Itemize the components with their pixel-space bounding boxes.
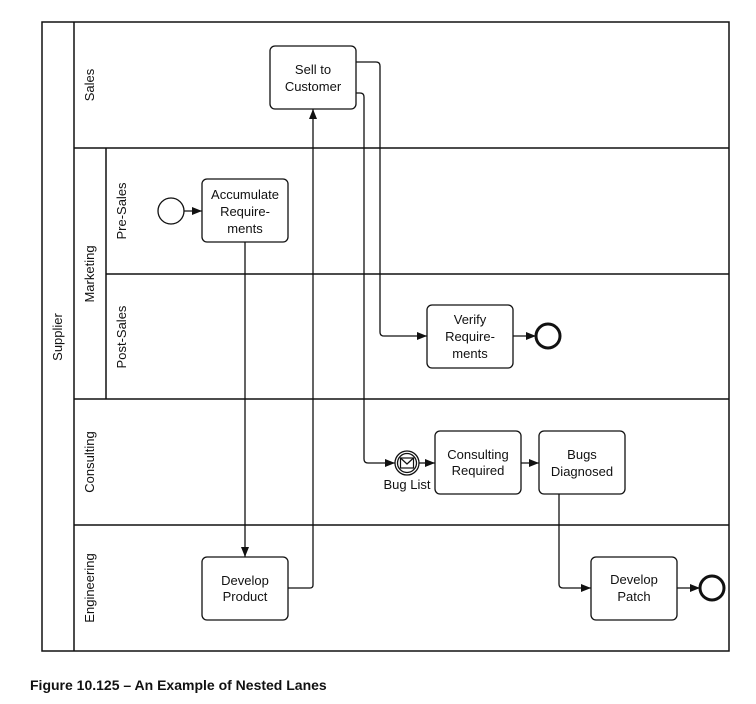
pool-label: Supplier (50, 312, 65, 360)
end-event-patch[interactable] (698, 574, 726, 602)
flow-develop-product-to-sell (288, 109, 317, 589)
figure-caption: Figure 10.125 – An Example of Nested Lan… (30, 677, 327, 693)
lane-label-marketing: Marketing (82, 245, 97, 302)
lane-label-sales: Sales (82, 68, 97, 101)
flow-bugs-to-develop-patch (558, 494, 591, 592)
flow-sell-to-bug-list (356, 92, 395, 467)
sequence-flows (184, 61, 700, 592)
lane-label-pre-sales: Pre-Sales (114, 182, 129, 240)
lane-label-engineering: Engineering (82, 553, 97, 622)
end-event-verify[interactable] (534, 322, 562, 350)
start-event[interactable] (157, 197, 185, 225)
flow-sell-to-verify (356, 61, 427, 340)
message-intermediate-event[interactable] (394, 450, 420, 476)
pool-supplier (41, 21, 730, 652)
message-event-label: Bug List (384, 477, 431, 492)
lane-label-consulting: Consulting (82, 431, 97, 492)
lane-label-post-sales: Post-Sales (114, 305, 129, 368)
envelope-icon (399, 457, 415, 469)
